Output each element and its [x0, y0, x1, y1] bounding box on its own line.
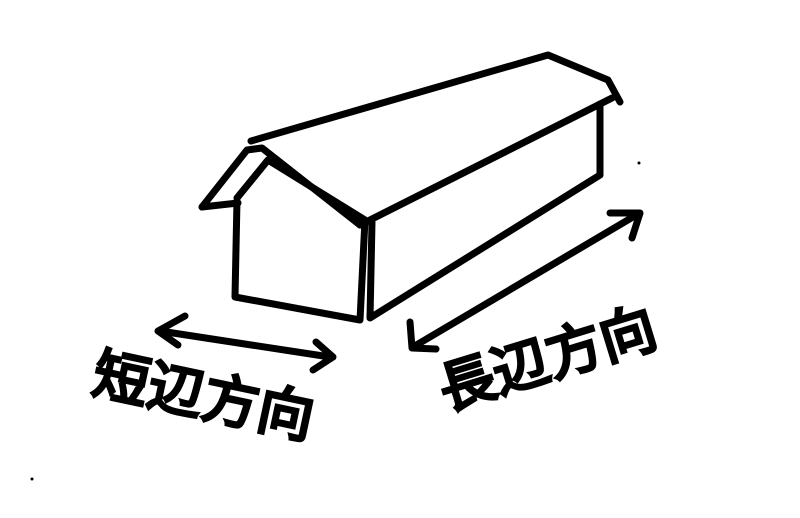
gable-front-wall — [231, 156, 369, 324]
long-arrow-shaft — [409, 210, 642, 351]
short-side-arrow — [154, 312, 337, 374]
short-arrow-head-left — [154, 312, 189, 349]
long-side-wall — [366, 100, 604, 322]
gable-roof-edge — [198, 144, 364, 229]
short-arrow-shaft — [156, 327, 334, 361]
roof-eave — [356, 94, 616, 229]
long-arrow-head-right — [606, 209, 644, 242]
roof-ridge — [247, 51, 624, 145]
gable-eave-left — [198, 199, 242, 211]
long-side-arrow — [406, 209, 644, 353]
long-arrow-head-left — [406, 318, 440, 353]
stray-dot-left — [30, 477, 34, 481]
house-drawing — [198, 51, 624, 324]
short-arrow-head-right — [309, 338, 337, 374]
stray-dot-right — [637, 161, 641, 165]
short-side-label: 短辺方向 — [87, 342, 320, 452]
